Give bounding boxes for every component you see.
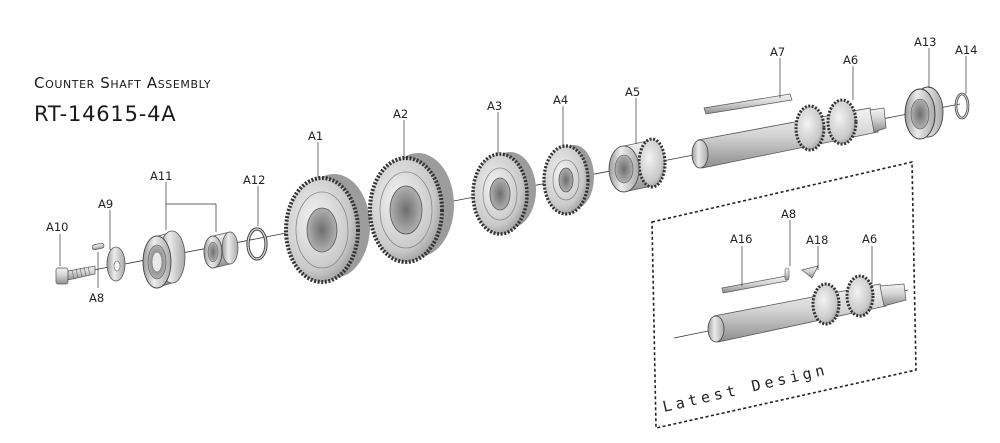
part-a1-gear [284, 174, 370, 284]
inset-border [651, 160, 917, 429]
callout-a6: A6 [843, 53, 858, 67]
leader-lines [59, 48, 967, 288]
callout-a8: A8 [89, 291, 104, 305]
inset-a16-key-bar [721, 275, 788, 294]
part-a11-sleeve [203, 231, 239, 269]
inset-callout-a16: A16 [730, 232, 753, 246]
callout-a10: A10 [46, 220, 69, 234]
part-number: RT-14615-4A [34, 102, 177, 126]
inset-callout-a6: A6 [862, 232, 877, 246]
part-a6-counter-shaft [691, 98, 887, 169]
inset-a6-counter-shaft [707, 274, 907, 343]
part-a13-bearing [904, 86, 944, 140]
callout-a4: A4 [553, 93, 568, 107]
part-a3-gear [471, 152, 536, 236]
callout-a5: A5 [625, 85, 640, 99]
callout-a7: A7 [770, 45, 785, 59]
inset-callout-a18: A18 [806, 233, 829, 247]
callout-a1: A1 [308, 129, 323, 143]
part-a12-snap-ring [246, 227, 268, 261]
inset-a18-clip [801, 265, 819, 279]
diagram-title: Counter Shaft Assembly [34, 74, 212, 92]
part-a9-washer [106, 246, 126, 282]
callout-a3: A3 [487, 99, 502, 113]
part-a7-key-bar [703, 93, 793, 115]
callout-a9: A9 [98, 197, 113, 211]
callout-a12: A12 [243, 173, 266, 187]
inset-callout-a8: A8 [781, 207, 796, 221]
callout-a13: A13 [914, 35, 937, 49]
part-a14-snap-ring [954, 92, 970, 120]
latest-design-inset: A16 A8 A18 A6 Latest Design [651, 160, 917, 429]
part-a4-gear [542, 144, 594, 216]
callout-a14: A14 [955, 43, 978, 57]
part-a10-bolt [55, 265, 96, 285]
inset-a8-key [784, 267, 790, 281]
part-a11-bearing [142, 230, 186, 289]
part-a8-key [91, 242, 105, 251]
callout-a11: A11 [150, 169, 173, 183]
part-a5-gear-sleeve [608, 137, 667, 193]
part-a2-gear [368, 153, 454, 264]
callout-a2: A2 [393, 107, 408, 121]
